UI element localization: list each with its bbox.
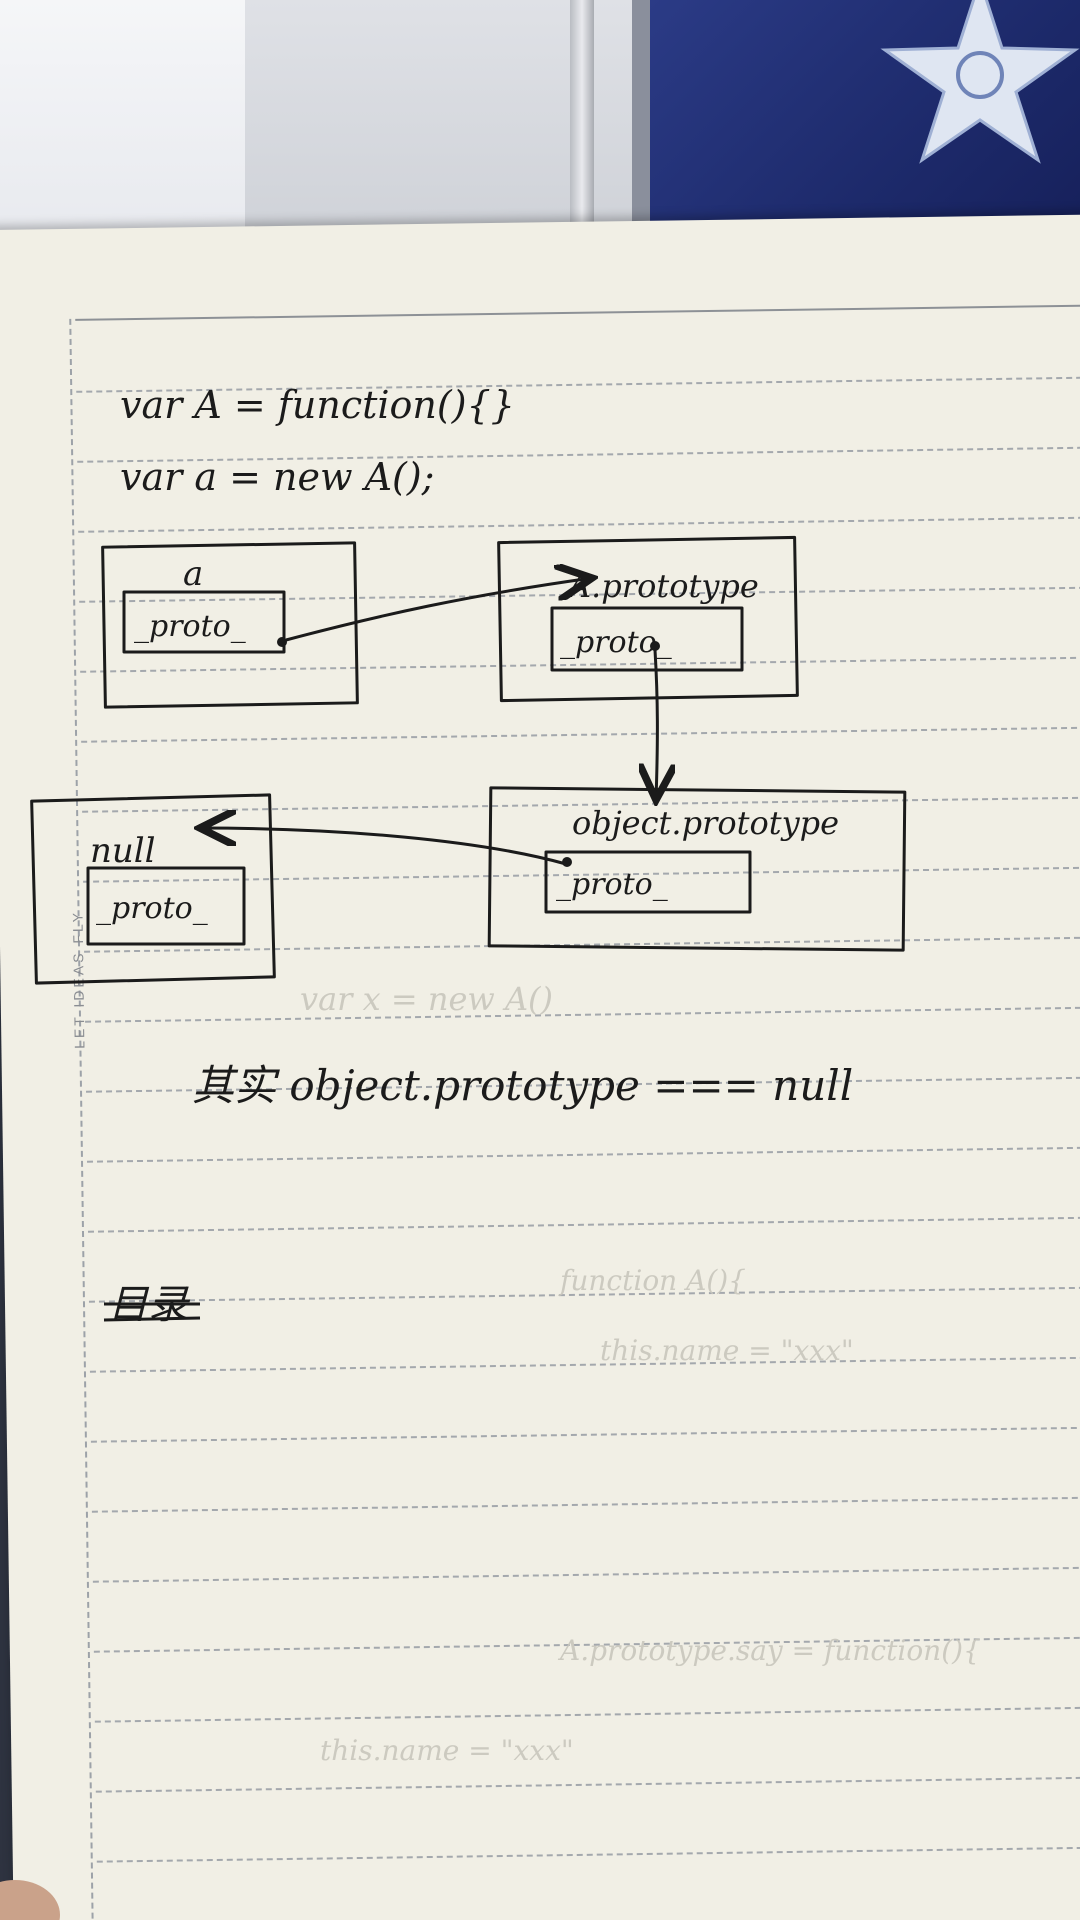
svg-text:var x = new A(): var x = new A()	[300, 980, 553, 1018]
box-null: null _proto_	[30, 793, 276, 985]
code-line-2: var a = new A();	[120, 455, 434, 499]
box-object-prototype: object.prototype _proto_	[487, 786, 907, 952]
box-a-field: _proto_	[134, 609, 246, 644]
box-null-title: null	[90, 831, 156, 871]
background-cable	[570, 0, 594, 240]
arrow-object-prototype-to-null	[200, 828, 567, 866]
box-a: a _proto_	[101, 541, 359, 709]
code-line-1: var A = function(){}	[120, 383, 515, 427]
box-null-field: _proto_	[96, 891, 208, 926]
book-edge	[632, 0, 652, 240]
conclusion-note: 其实 object.prototype === null	[192, 1061, 853, 1110]
show-through-text: var x = new A() function A(){ this.name …	[300, 980, 981, 1767]
svg-text:this.name = "xxx": this.name = "xxx"	[600, 1334, 854, 1367]
box-a-prototype: A.prototype _proto_	[497, 535, 799, 703]
svg-text:this.name = "xxx": this.name = "xxx"	[320, 1734, 574, 1767]
box-object-prototype-field: _proto_	[556, 867, 668, 902]
box-object-prototype-title: object.prototype	[572, 804, 839, 842]
svg-text:A.prototype.say = function(){: A.prototype.say = function(){	[557, 1634, 981, 1667]
svg-text:function A(){: function A(){	[558, 1264, 746, 1297]
arrow-a-to-a-prototype	[285, 578, 592, 642]
arrow-a-prototype-to-object-prototype	[655, 649, 657, 800]
crossed-out-word: 目录	[103, 1282, 201, 1328]
box-a-title: a	[183, 554, 203, 594]
box-a-prototype-title: A.prototype	[565, 567, 759, 605]
star-decoration-icon	[880, 0, 1080, 164]
